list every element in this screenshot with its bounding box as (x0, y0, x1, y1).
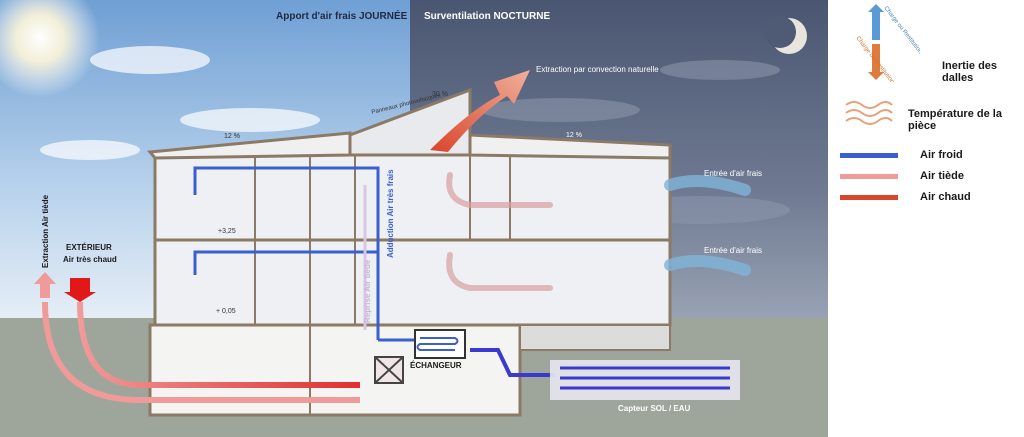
ground-collector-link (470, 348, 555, 377)
exchanger-coil (414, 329, 466, 359)
legend-item-air-chaud: Air chaud (840, 191, 971, 203)
ground-collector (550, 360, 740, 400)
inertia-icon: Charge ou Restitution de froid Charge ou… (854, 4, 920, 82)
air-tres-chaud-label: Air très chaud (63, 255, 117, 264)
inertia-icon-top-label: Charge ou Restitution de froid (882, 6, 920, 73)
legend-label-air-froid: Air froid (920, 149, 963, 161)
level-lower-label: + 0,05 (216, 308, 236, 315)
fresh-air-inlet-lower-label: Entrée d'air frais (704, 246, 762, 255)
outdoor-air-arrows (34, 272, 360, 403)
inertia-icon-bottom-label: Charge ou Restitution de chaleur (854, 36, 913, 82)
sun-icon (0, 0, 100, 98)
night-label: Surventilation NOCTURNE (424, 11, 550, 22)
inertia-label: Inertie des dalles (942, 60, 998, 84)
legend-item-air-tiede: Air tiède (840, 170, 964, 182)
legend-swatch-air-chaud (840, 194, 898, 200)
roof (147, 131, 672, 160)
adduction-label: Adduction Air très frais (386, 169, 395, 258)
fresh-air-inlet-upper-label: Entrée d'air frais (704, 169, 762, 178)
moon-icon (764, 16, 807, 54)
cloud-icon (40, 46, 320, 160)
legend-swatch-air-tiede (840, 173, 898, 179)
capteur-label: Capteur SOL / EAU (618, 404, 691, 413)
room-temp-icon (845, 101, 893, 125)
convection-arrows (446, 172, 553, 291)
echangeur-label: ÉCHANGEUR (410, 361, 462, 370)
legend-label-air-chaud: Air chaud (920, 191, 971, 203)
exchanger-box (374, 356, 404, 384)
extraction-convection-label: Extraction par convection naturelle (536, 65, 659, 74)
extraction-tiede-label: Extraction Air tiède (41, 194, 50, 268)
legend-item-air-froid: Air froid (840, 149, 963, 161)
fresh-air-arrows (664, 175, 751, 276)
legend-label-air-tiede: Air tiède (920, 170, 965, 182)
day-label: Apport d'air frais JOURNÉE (276, 9, 408, 22)
slope-12-right-label: 12 % (566, 132, 582, 139)
exterieur-label: EXTÉRIEUR (66, 243, 112, 252)
legend: Charge ou Restitution de froid Charge ou… (828, 0, 1024, 437)
basement-extension (519, 324, 671, 351)
room-temp-label: Température de la pièce (908, 108, 1002, 132)
legend-swatch-air-froid (840, 152, 898, 158)
level-upper-label: +3,25 (218, 228, 236, 235)
slope-30-label: 30 % (432, 91, 448, 98)
slope-12-left-label: 12 % (224, 133, 240, 140)
chimney-arrow (430, 70, 530, 152)
reprise-label: Reprise Air tiède (363, 259, 372, 323)
